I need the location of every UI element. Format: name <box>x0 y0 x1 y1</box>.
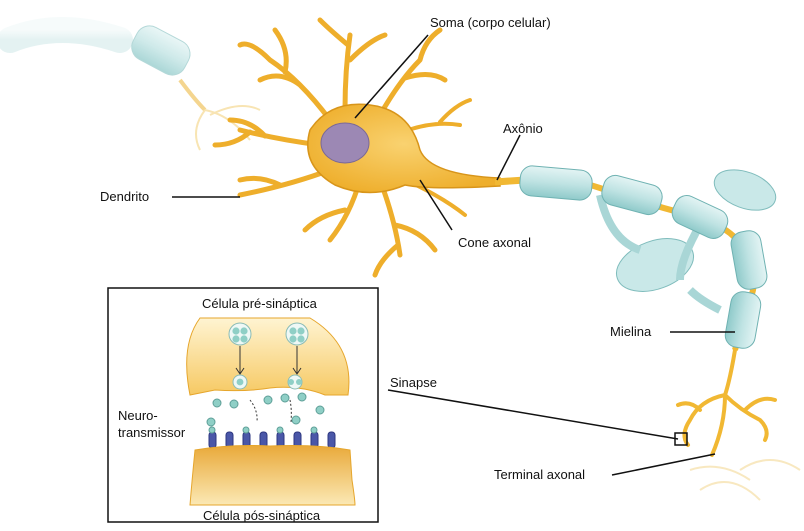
label-myelin: Mielina <box>610 324 651 339</box>
label-soma: Soma (corpo celular) <box>430 15 551 30</box>
label-presynaptic-cell: Célula pré-sináptica <box>202 296 317 311</box>
label-neurotransmitter-2: transmissor <box>118 425 185 440</box>
label-dendrite: Dendrito <box>100 189 149 204</box>
postsynaptic-terminal <box>190 446 355 506</box>
label-synapse: Sinapse <box>390 375 437 390</box>
presynaptic-terminal <box>187 318 349 395</box>
faint-postsynaptic-dendrites <box>690 460 800 500</box>
label-neurotransmitter-1: Neuro- <box>118 408 158 423</box>
synapse-inset <box>108 288 378 522</box>
upstream-axon <box>10 21 260 150</box>
nucleus <box>321 123 369 163</box>
label-axon-terminal: Terminal axonal <box>494 467 585 482</box>
label-axon-hillock: Cone axonal <box>458 235 531 250</box>
myelin-sheath <box>519 162 781 350</box>
label-axon: Axônio <box>503 121 543 136</box>
label-postsynaptic-cell: Célula pós-sináptica <box>203 508 320 523</box>
axon-terminal-branches <box>678 350 775 455</box>
